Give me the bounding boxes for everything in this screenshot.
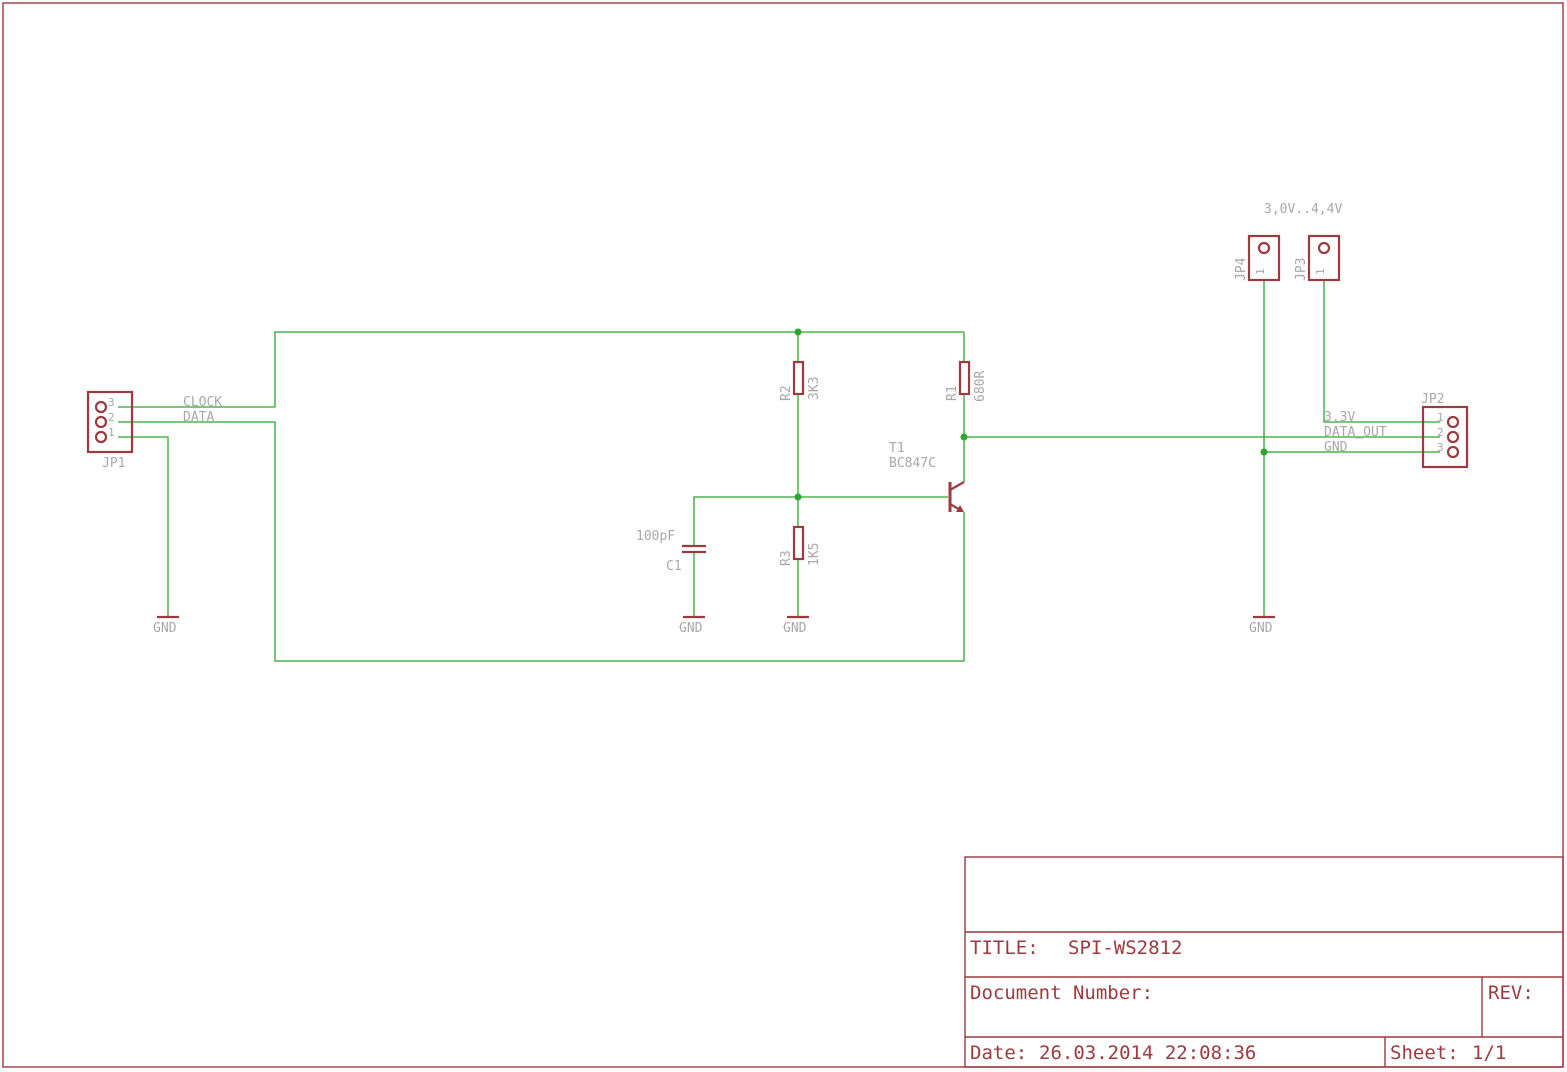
transistor-t1[interactable]: T1 BC847C bbox=[889, 441, 965, 512]
wire-data bbox=[118, 421, 965, 662]
jp2-body bbox=[1421, 405, 1469, 469]
junction-dot bbox=[1260, 448, 1268, 456]
r1-name: R1 bbox=[945, 385, 960, 401]
jp1-pin1-icon bbox=[94, 430, 108, 444]
sheet-label: Sheet: bbox=[1390, 1042, 1459, 1064]
jp1-name: JP1 bbox=[102, 456, 125, 471]
t1-name: T1 bbox=[889, 441, 905, 456]
jp4-connector[interactable]: 1 JP4 bbox=[1234, 234, 1281, 282]
gnd-label: GND bbox=[1249, 621, 1273, 636]
r3-value: 1K5 bbox=[807, 543, 822, 566]
jp2-pin2-label: 2 bbox=[1437, 426, 1444, 439]
date-value: 26.03.2014 22:08:36 bbox=[1039, 1042, 1256, 1064]
jp1-body bbox=[86, 390, 134, 454]
wires bbox=[118, 280, 1440, 662]
jp2-pin2-icon bbox=[1446, 430, 1460, 444]
jp2-pin3-icon bbox=[1446, 445, 1460, 459]
jp2-name: JP2 bbox=[1421, 392, 1444, 407]
date-label: Date: bbox=[970, 1042, 1027, 1064]
r3-body bbox=[792, 525, 805, 561]
t1-collector bbox=[949, 481, 965, 491]
jp3-name: JP3 bbox=[1294, 258, 1309, 281]
c1-value: 100pF bbox=[636, 529, 675, 544]
resistor-r3[interactable]: R3 1K5 bbox=[779, 525, 822, 566]
resistor-r2[interactable]: R2 3K3 bbox=[779, 360, 822, 401]
gnd-label: GND bbox=[679, 621, 703, 636]
jp2-pin1-icon bbox=[1446, 415, 1460, 429]
jp3-connector[interactable]: 1 JP3 bbox=[1294, 234, 1341, 282]
gnd-symbol-c1: GND bbox=[679, 615, 705, 636]
capacitor-c1[interactable]: 100pF C1 bbox=[636, 529, 706, 574]
c1-name: C1 bbox=[666, 559, 682, 574]
r1-body bbox=[958, 360, 971, 396]
r2-name: R2 bbox=[779, 385, 794, 401]
gnd-symbol-r3: GND bbox=[783, 615, 809, 636]
wire-jp1-gnd bbox=[118, 436, 169, 617]
wire-clock bbox=[118, 331, 964, 408]
jp4-body bbox=[1247, 234, 1281, 282]
gnd-symbol-jp1: GND bbox=[153, 615, 179, 636]
net-label-clock: CLOCK bbox=[183, 395, 222, 410]
doc-number-label: Document Number: bbox=[970, 982, 1153, 1004]
jp4-name: JP4 bbox=[1234, 257, 1249, 281]
title-block: TITLE: SPI-WS2812 Document Number: REV: … bbox=[964, 856, 1564, 1068]
gnd-symbol-jp4: GND bbox=[1249, 615, 1275, 636]
r2-body bbox=[792, 360, 805, 396]
jp2-connector[interactable]: 1 2 3 JP2 bbox=[1421, 392, 1469, 469]
title-block-outer bbox=[964, 856, 1564, 1068]
gnd-label: GND bbox=[153, 621, 177, 636]
net-label-3v3: 3,3V bbox=[1324, 410, 1355, 425]
junction-dot bbox=[794, 328, 802, 336]
junction-dot bbox=[960, 433, 968, 441]
title-label: TITLE: bbox=[970, 937, 1039, 959]
title-value: SPI-WS2812 bbox=[1068, 937, 1182, 959]
rev-label: REV: bbox=[1488, 982, 1534, 1004]
wire-3v3 bbox=[1323, 280, 1440, 423]
r3-name: R3 bbox=[779, 550, 794, 566]
r2-value: 3K3 bbox=[807, 377, 822, 400]
junctions bbox=[794, 328, 1268, 501]
t1-emitter-arrow-icon bbox=[956, 505, 964, 512]
jp1-pin3-label: 3 bbox=[108, 396, 115, 409]
jp1-pin2-label: 2 bbox=[108, 411, 115, 424]
jp1-pin2-icon bbox=[94, 415, 108, 429]
junction-dot bbox=[794, 493, 802, 501]
jp1-pin1-label: 1 bbox=[108, 426, 115, 439]
t1-value: BC847C bbox=[889, 456, 936, 471]
jp3-body bbox=[1307, 234, 1341, 282]
net-label-data-out: DATA_OUT bbox=[1324, 425, 1387, 440]
jp2-pin1-label: 1 bbox=[1437, 411, 1444, 424]
supply-range-label: 3,0V..4,4V bbox=[1264, 202, 1342, 217]
resistor-r1[interactable]: R1 680R bbox=[945, 360, 988, 402]
jp3-pin1-icon bbox=[1317, 241, 1331, 255]
jp2-pin3-label: 3 bbox=[1437, 441, 1444, 454]
net-label-data: DATA bbox=[183, 410, 214, 425]
jp1-connector[interactable]: 3 2 1 JP1 bbox=[86, 390, 134, 471]
jp1-pin3-icon bbox=[94, 400, 108, 414]
jp4-pin1-icon bbox=[1257, 241, 1271, 255]
r1-value: 680R bbox=[973, 371, 988, 402]
net-label-gnd: GND bbox=[1324, 440, 1348, 455]
jp3-pin1-label: 1 bbox=[1314, 268, 1327, 275]
gnd-label: GND bbox=[783, 621, 807, 636]
wire-base bbox=[693, 496, 948, 545]
jp4-pin1-label: 1 bbox=[1254, 268, 1267, 275]
sheet-value: 1/1 bbox=[1472, 1042, 1506, 1064]
